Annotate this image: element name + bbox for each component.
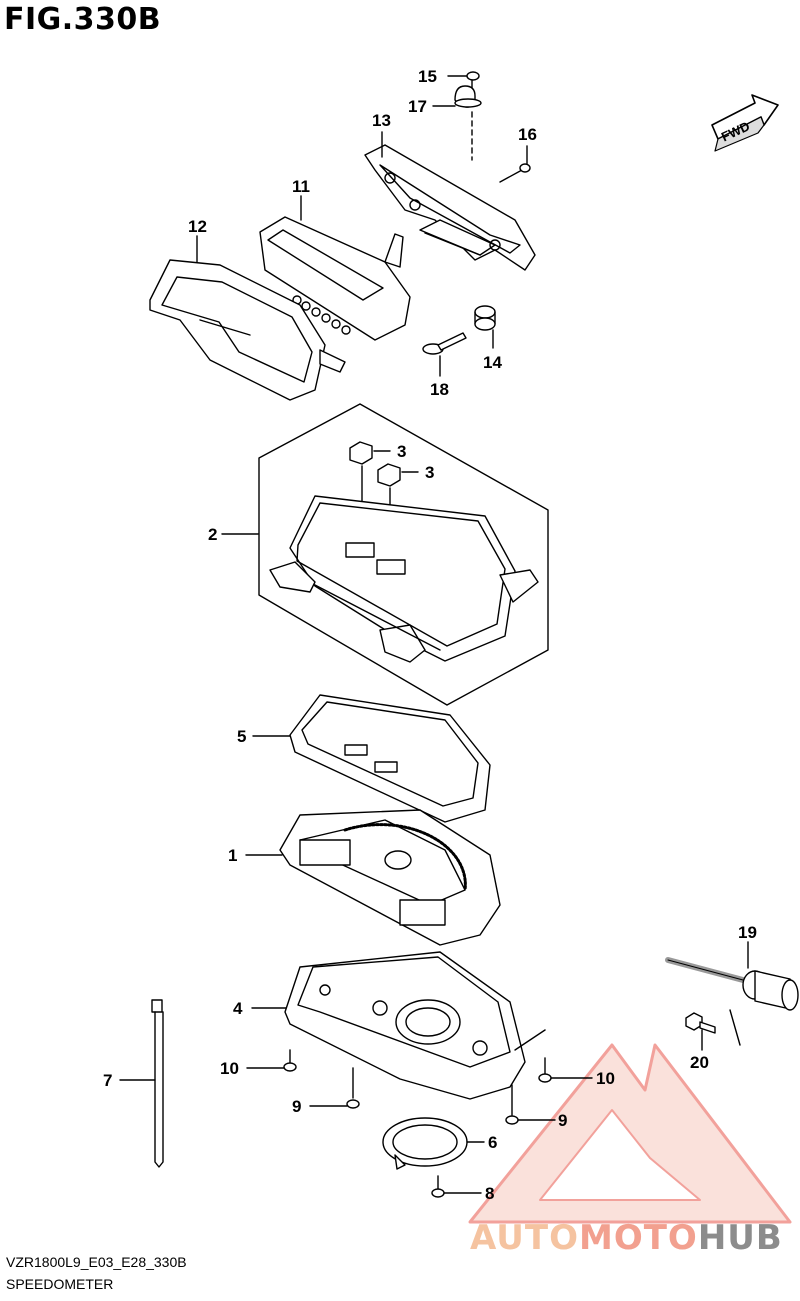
callout-10-left: 10 (220, 1059, 239, 1078)
part-2-housing (221, 495, 539, 663)
part-7-cable-tie (119, 999, 164, 1168)
callout-18: 18 (430, 380, 449, 399)
callout-13: 13 (372, 111, 391, 130)
watermark-hub: HUB (697, 1218, 783, 1258)
callout-7: 7 (103, 1071, 112, 1090)
callout-9-right: 9 (558, 1111, 567, 1130)
part-10-screw-right (514, 1029, 593, 1083)
callout-16: 16 (518, 125, 537, 144)
watermark-text: AUTOMOTOHUB (470, 1218, 783, 1258)
callout-1: 1 (228, 846, 237, 865)
part-10-screw-left (246, 1049, 297, 1072)
part-13-bracket (364, 131, 536, 271)
part-14-grommet (474, 305, 496, 349)
part-18-bolt (422, 332, 467, 377)
callout-19: 19 (738, 923, 757, 942)
callout-20: 20 (690, 1053, 709, 1072)
watermark-logo (468, 1043, 792, 1224)
callout-8: 8 (485, 1184, 494, 1203)
callout-11: 11 (292, 177, 310, 196)
part-16-screw (499, 145, 531, 183)
watermark-moto: MOTO (578, 1218, 698, 1258)
figure-caption: SPEEDOMETER (6, 1276, 114, 1292)
part-8-screw (431, 1175, 482, 1198)
watermark-auto: AUTO (470, 1218, 579, 1258)
callout-3-upper: 3 (397, 442, 406, 461)
part-19-sensor (665, 941, 799, 1046)
part-20-bolt (685, 1012, 716, 1051)
callout-14: 14 (483, 353, 502, 372)
callout-2: 2 (208, 525, 217, 544)
part-12-cover (149, 235, 346, 401)
callout-10-right: 10 (596, 1069, 615, 1088)
callout-6: 6 (488, 1133, 497, 1152)
part-2-frame-box (258, 403, 549, 706)
callout-4: 4 (233, 999, 243, 1018)
part-6-ring (382, 1117, 485, 1170)
part-17-clamp (432, 85, 482, 161)
callout-3-lower: 3 (425, 463, 434, 482)
part-9-screw-left (309, 1067, 360, 1109)
part-5-gasket (252, 694, 491, 823)
callout-15: 15 (418, 67, 437, 86)
part-1-meter-assembly (245, 809, 501, 946)
figure-title: FIG.330B (4, 2, 162, 37)
callout-9-left: 9 (292, 1097, 301, 1116)
callout-5: 5 (237, 727, 246, 746)
part-9-screw-right (505, 1084, 556, 1125)
part-4-rear-case (251, 951, 526, 1100)
callout-17: 17 (408, 97, 427, 116)
fwd-arrow-icon: FWD (711, 94, 779, 152)
figure-code: VZR1800L9_E03_E28_330B (6, 1254, 187, 1270)
callout-12: 12 (188, 217, 207, 236)
